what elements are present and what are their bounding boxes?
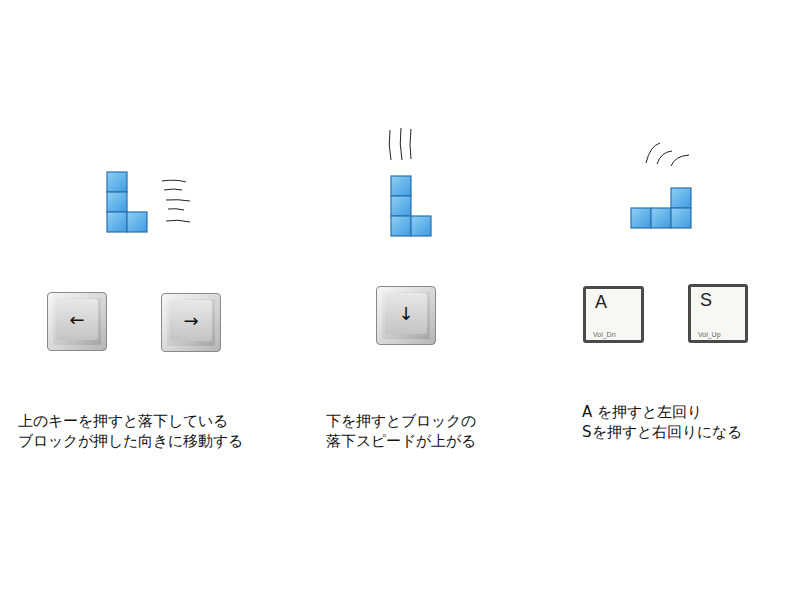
instruction-text: A を押すと左回り Sを押すと右回りになる — [582, 402, 772, 442]
key-face: ↓ — [385, 293, 427, 334]
letter-key: A Vol_Dn — [583, 286, 644, 343]
key-face: ← — [56, 299, 98, 340]
key-letter: S — [700, 290, 745, 310]
arrow-key: ↓ — [376, 286, 436, 345]
motion-lines — [389, 128, 411, 160]
instruction-text: 上のキーを押すと落下している ブロックが押した向きに移動する — [18, 411, 268, 451]
instruction-text: 下を押すとブロックの 落下スピードが上がる — [326, 411, 516, 451]
rotation-lines — [646, 143, 689, 166]
key-sublabel: Vol_Dn — [593, 331, 616, 339]
arrow-glyph: → — [183, 312, 198, 330]
l-block — [107, 172, 147, 232]
arrow-glyph: ↓ — [398, 305, 413, 323]
key-sublabel: Vol_Up — [698, 331, 721, 339]
l-block — [391, 176, 431, 236]
arrow-key: ← — [47, 292, 107, 351]
arrow-key: → — [161, 293, 221, 352]
arrow-glyph: ← — [69, 311, 84, 329]
key-letter: A — [595, 292, 641, 312]
l-block-rotated — [631, 188, 691, 228]
letter-key: S Vol_Up — [688, 284, 748, 343]
key-face: → — [170, 300, 212, 341]
motion-lines — [162, 180, 190, 222]
